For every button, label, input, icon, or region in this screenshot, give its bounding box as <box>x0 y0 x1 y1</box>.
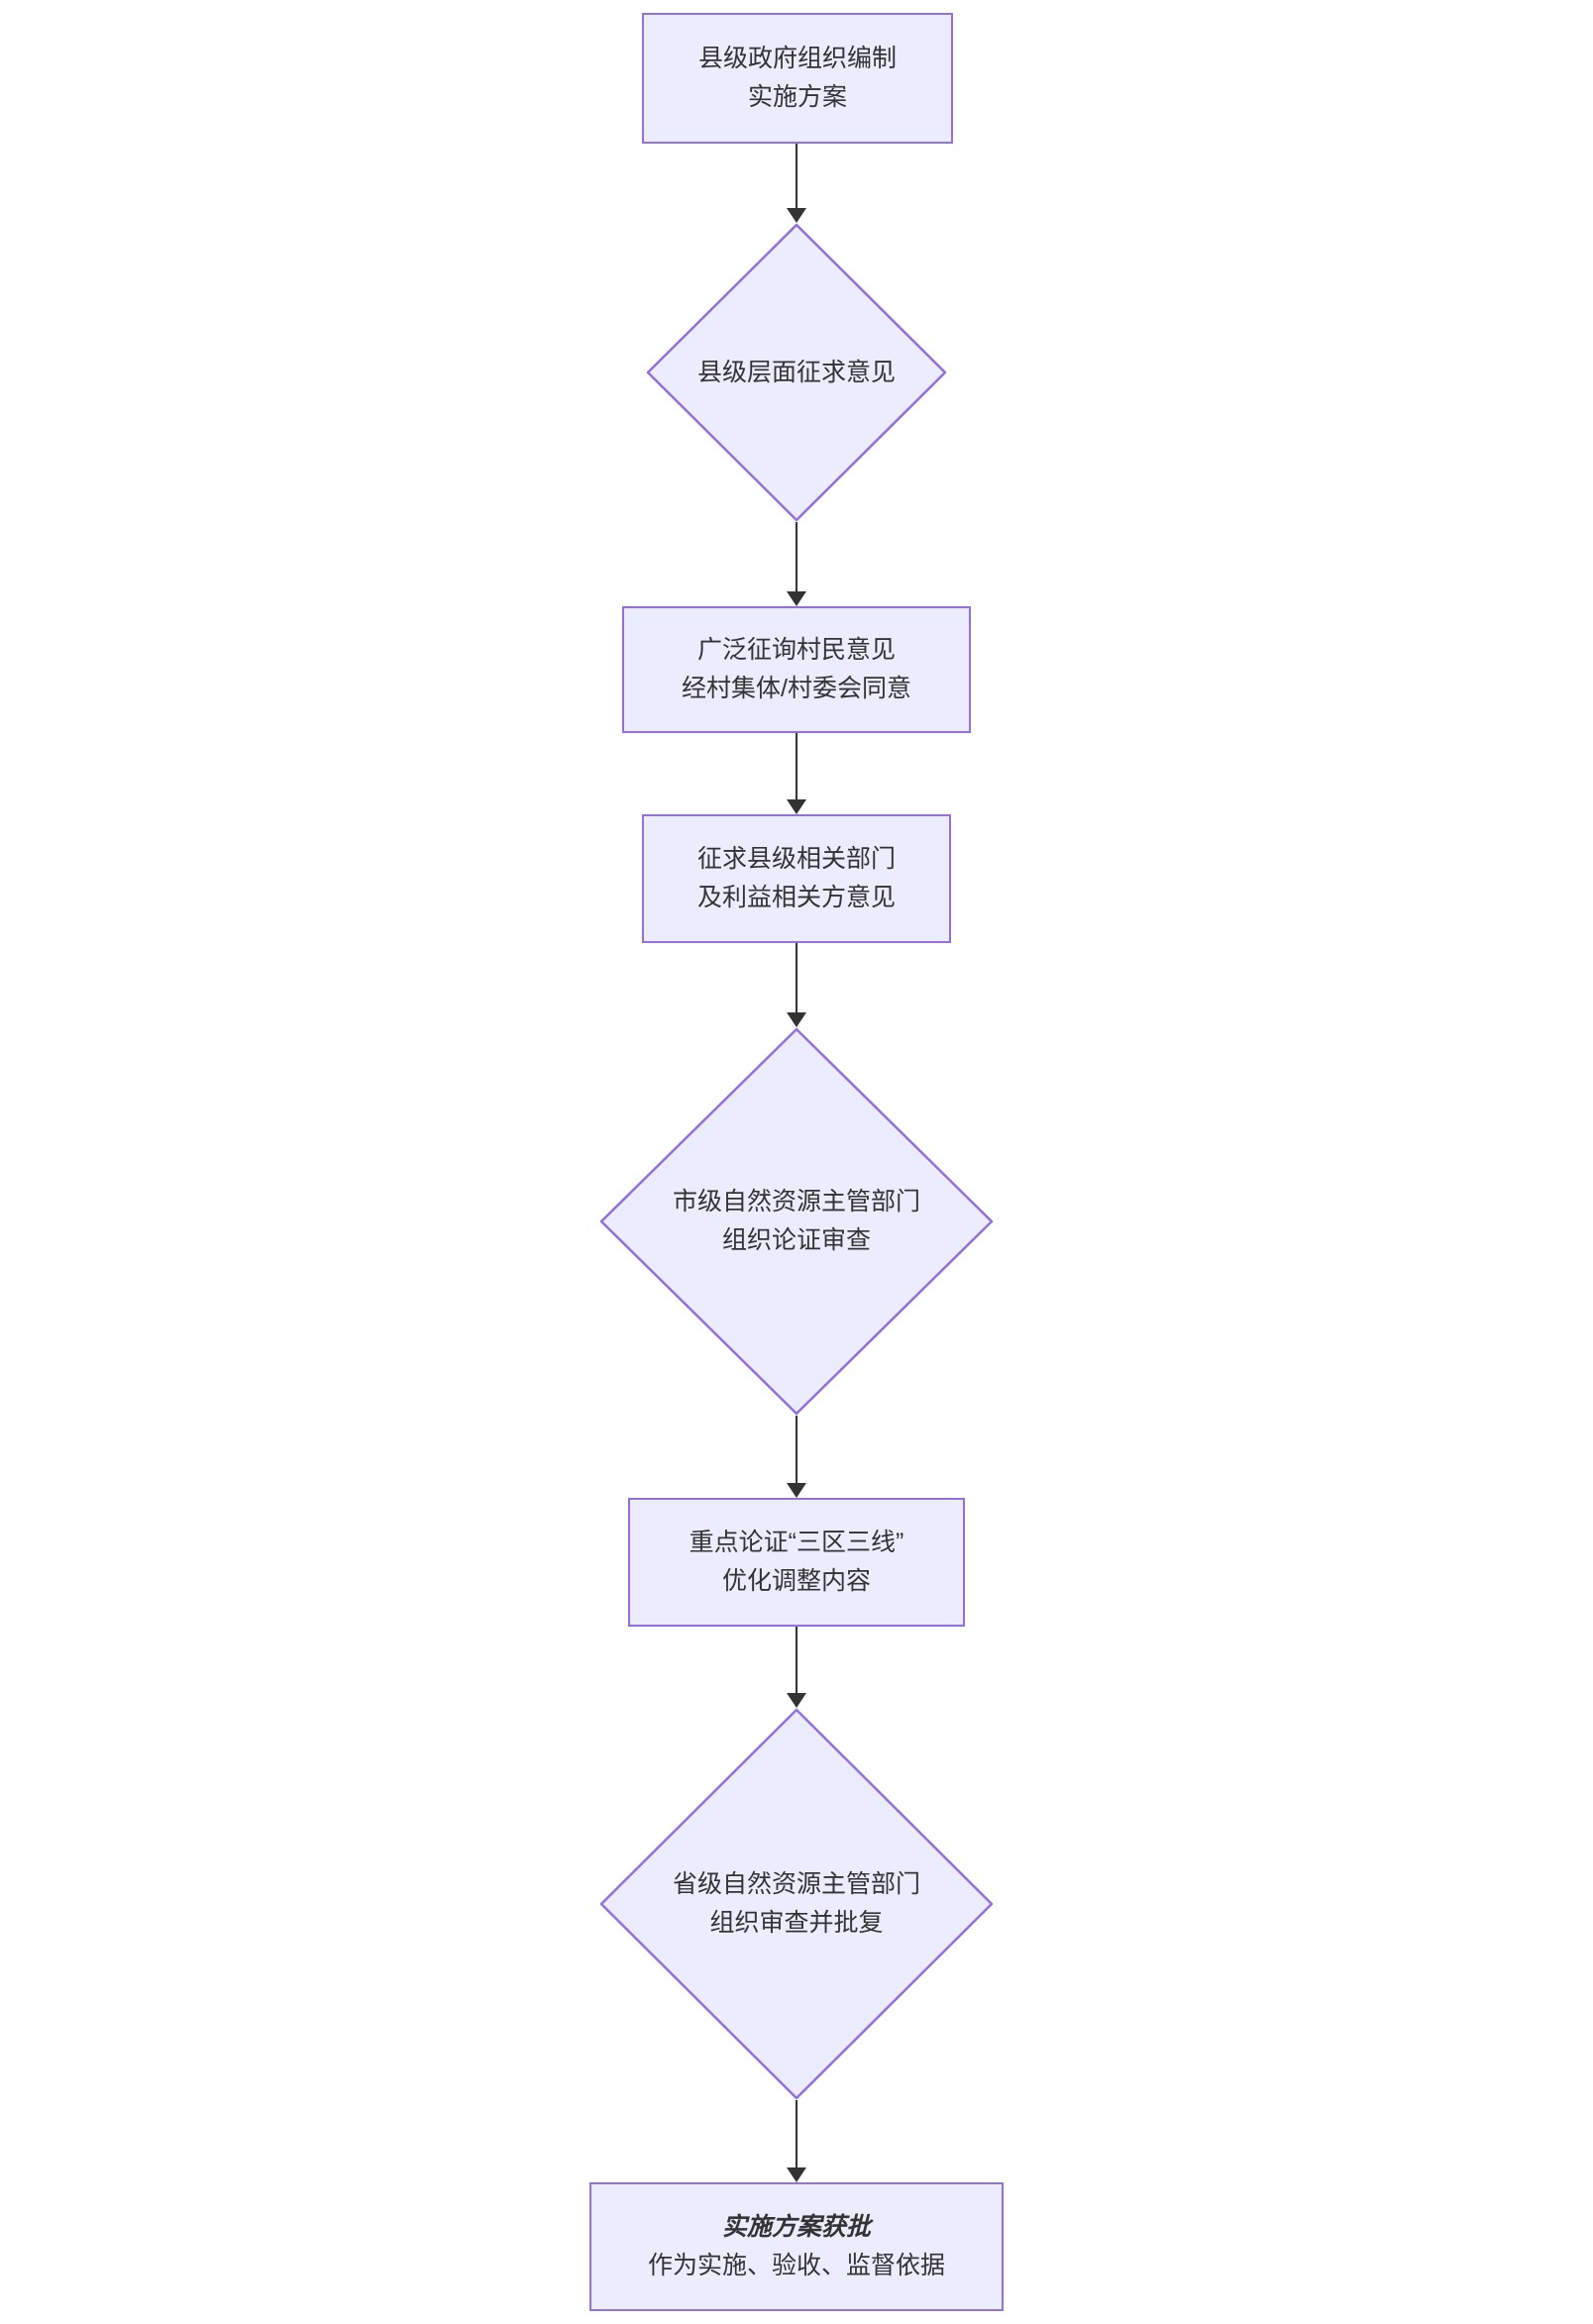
diamond-shape <box>646 223 947 522</box>
arrow-line <box>796 1416 797 1483</box>
flow-arrow <box>787 1627 806 1708</box>
arrow-head-icon <box>787 208 806 223</box>
node-label-line: 重点论证“三区三线” <box>689 1529 904 1556</box>
node-label: 实施方案获批 作为实施、验收、监督依据 <box>648 2208 945 2285</box>
node-label: 广泛征询村民意见 经村集体/村委会同意 <box>682 631 911 708</box>
arrow-line <box>796 2100 797 2167</box>
flow-arrow <box>787 943 806 1027</box>
arrow-head-icon <box>787 1012 806 1027</box>
node-provincial-review-approval: 省级自然资源主管部门 组织审查并批复 <box>599 1708 994 2100</box>
node-label-line: 组织论证审查 <box>721 1226 871 1254</box>
diamond-shape <box>599 1027 994 1416</box>
flow-arrow <box>787 522 806 606</box>
flow-arrow <box>787 733 806 814</box>
arrow-line <box>796 1627 797 1693</box>
arrow-head-icon <box>787 2167 806 2182</box>
node-label-line: 及利益相关方意见 <box>696 884 896 911</box>
node-label-line: 实施方案 <box>747 83 847 111</box>
node-three-zones-three-lines-review: 重点论证“三区三线” 优化调整内容 <box>628 1498 965 1627</box>
node-villager-consultation-consent: 广泛征询村民意见 经村集体/村委会同意 <box>622 606 971 733</box>
node-label-line: 经村集体/村委会同意 <box>682 675 911 702</box>
node-label-line: 优化调整内容 <box>721 1567 871 1595</box>
node-label-line: 市级自然资源主管部门 <box>672 1188 920 1215</box>
arrow-head-icon <box>787 799 806 814</box>
node-label-line: 省级自然资源主管部门 <box>672 1870 920 1898</box>
node-label-line-emphasis: 实施方案获批 <box>721 2213 871 2241</box>
arrow-head-icon <box>787 591 806 606</box>
node-label: 县级层面征求意见 <box>697 354 896 392</box>
node-county-departments-stakeholders-opinions: 征求县级相关部门 及利益相关方意见 <box>642 814 951 943</box>
flow-arrow <box>787 1416 806 1498</box>
arrow-head-icon <box>787 1693 806 1708</box>
node-label-line: 组织审查并批复 <box>709 1909 884 1937</box>
arrow-line <box>796 144 797 208</box>
node-label-line: 广泛征询村民意见 <box>696 636 896 664</box>
arrow-head-icon <box>787 1483 806 1498</box>
node-label-line: 作为实施、验收、监督依据 <box>647 2252 945 2279</box>
node-label: 重点论证“三区三线” 优化调整内容 <box>690 1524 904 1601</box>
flow-arrow <box>787 144 806 223</box>
node-label: 征求县级相关部门 及利益相关方意见 <box>697 840 896 917</box>
node-city-natural-resources-review: 市级自然资源主管部门 组织论证审查 <box>599 1027 994 1416</box>
node-label: 市级自然资源主管部门 组织论证审查 <box>673 1183 920 1260</box>
node-label-line: 县级政府组织编制 <box>697 45 897 72</box>
node-county-level-consultation-decision: 县级层面征求意见 <box>646 223 947 522</box>
arrow-line <box>796 733 797 799</box>
node-county-gov-drafts-plan: 县级政府组织编制 实施方案 <box>642 13 953 144</box>
node-label: 省级自然资源主管部门 组织审查并批复 <box>673 1865 920 1943</box>
diamond-shape <box>599 1708 994 2100</box>
node-label-line: 征求县级相关部门 <box>696 845 896 873</box>
node-label-line: 县级层面征求意见 <box>696 358 896 386</box>
arrow-line <box>796 522 797 591</box>
node-plan-approved: 实施方案获批 作为实施、验收、监督依据 <box>589 2182 1004 2311</box>
arrow-line <box>796 943 797 1012</box>
flow-arrow <box>787 2100 806 2182</box>
node-label: 县级政府组织编制 实施方案 <box>698 40 897 117</box>
